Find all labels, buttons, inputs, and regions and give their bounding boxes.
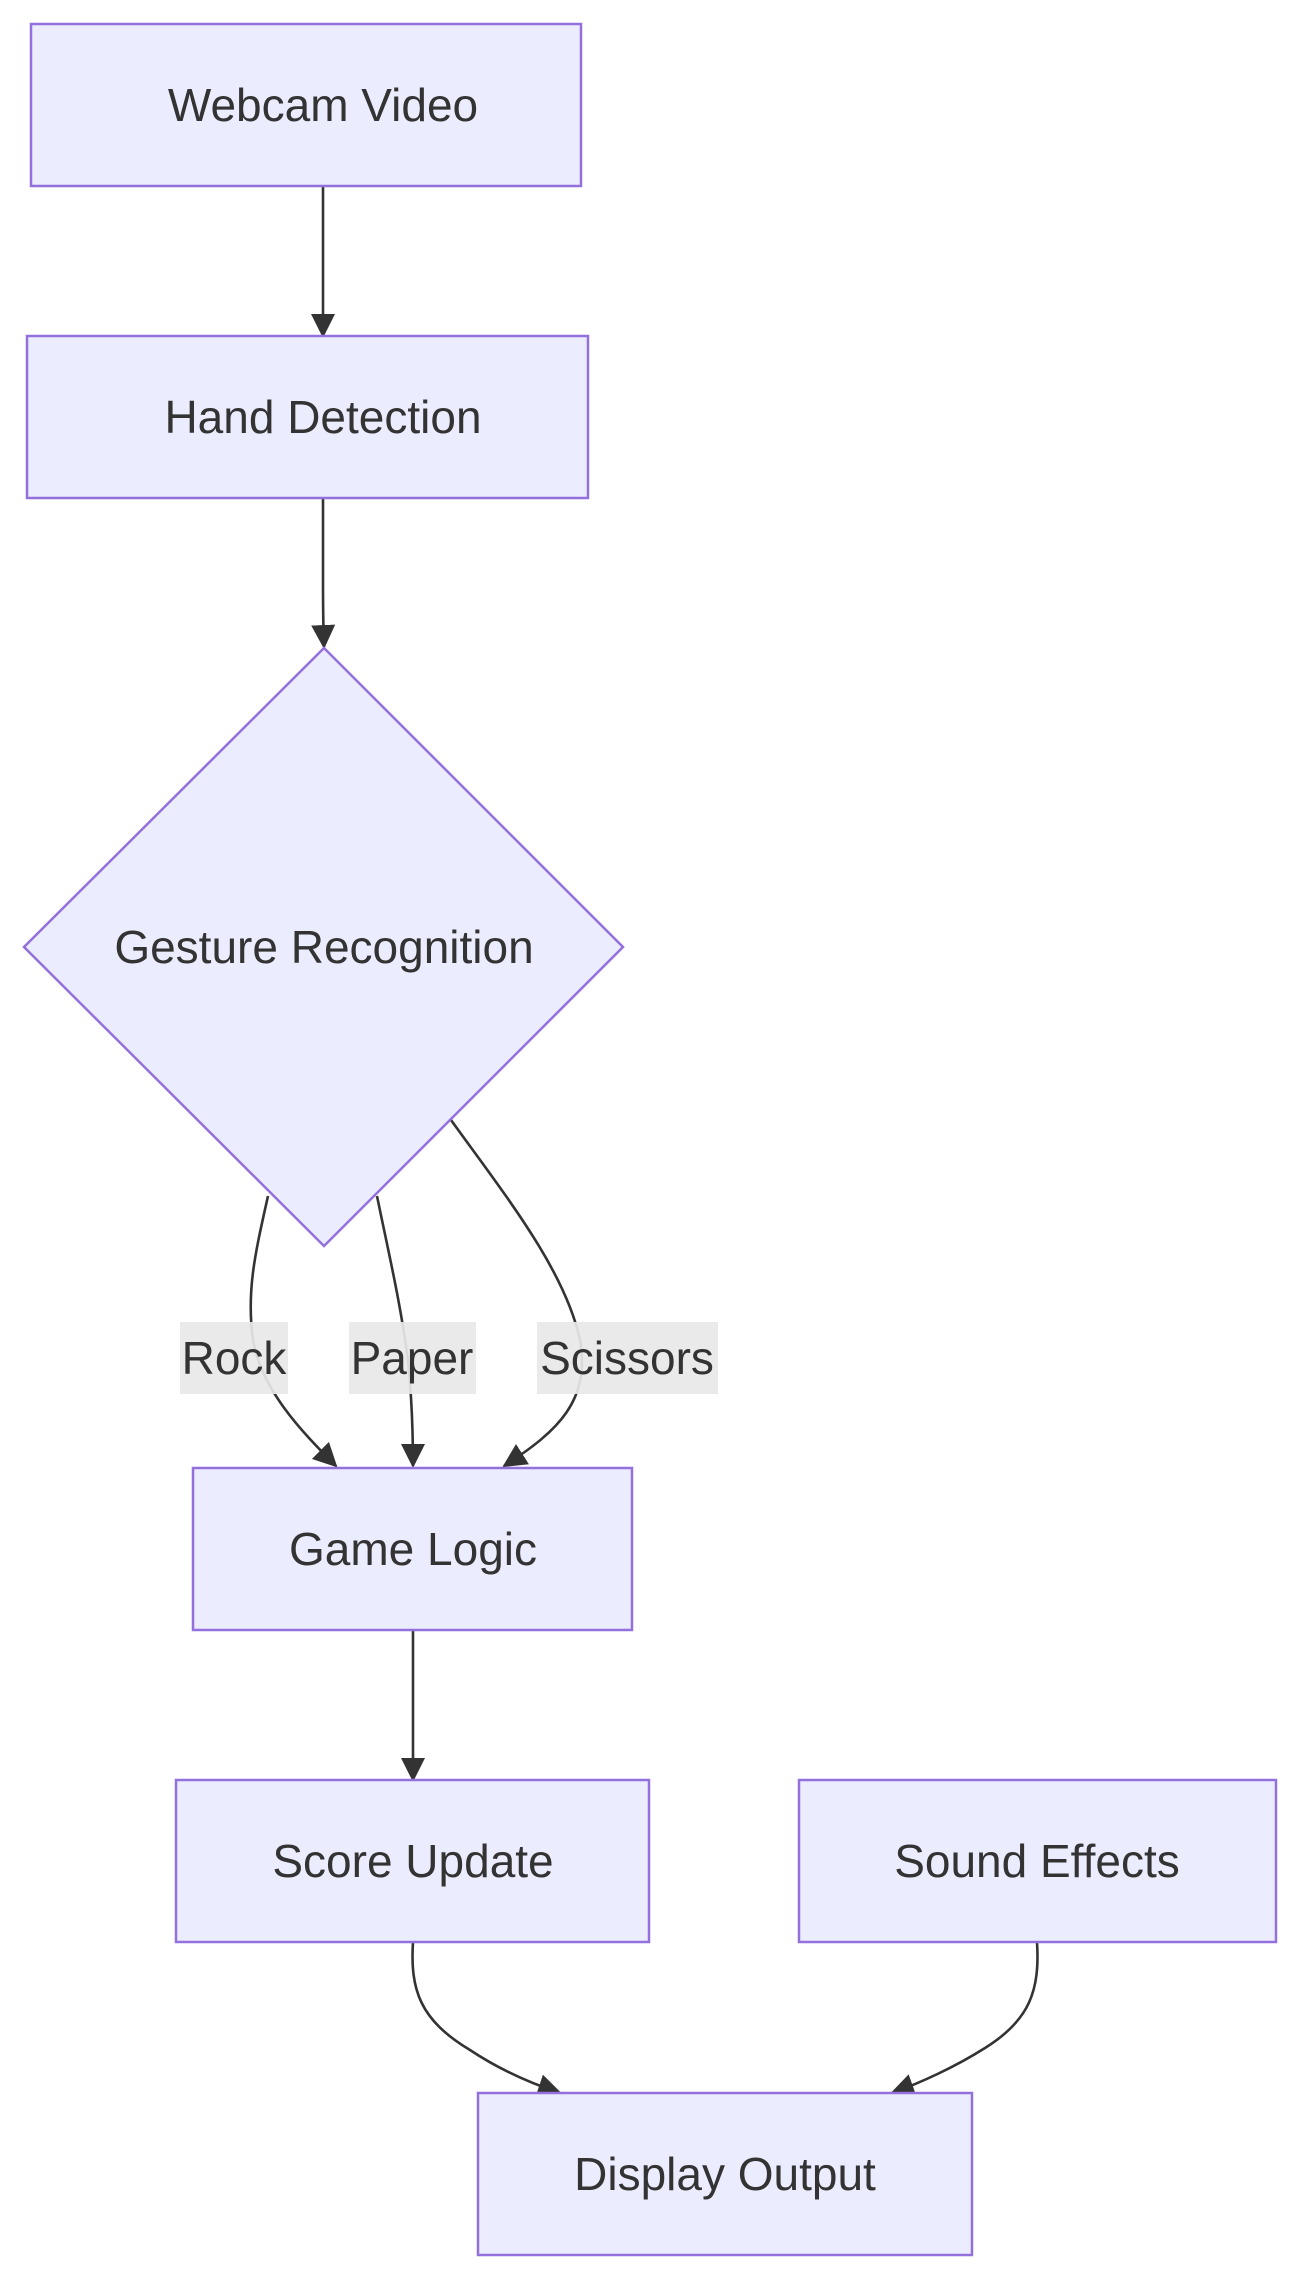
node-webcam-video: Webcam Video bbox=[29, 22, 583, 188]
edge-labels: Rock Paper Scissors bbox=[180, 1322, 718, 1394]
node-display-output-label: Display Output bbox=[574, 2148, 876, 2200]
node-hand-detection-box bbox=[25, 334, 590, 500]
node-display-output: Display Output bbox=[476, 2091, 974, 2257]
edge-label-rock: Rock bbox=[180, 1322, 288, 1394]
node-game-logic-box bbox=[191, 1466, 634, 1632]
edge-hand-to-gesture bbox=[311, 498, 336, 649]
node-gesture-recognition: Gesture Recognition bbox=[22, 646, 625, 1248]
node-game-logic: Game Logic bbox=[191, 1466, 634, 1632]
node-gesture-recognition-label: Gesture Recognition bbox=[114, 921, 533, 973]
edge-label-rock-bg bbox=[180, 1322, 288, 1394]
edge-label-scissors: Scissors bbox=[537, 1322, 718, 1394]
edge-label-paper-bg bbox=[349, 1322, 476, 1394]
node-score-update: Score Update bbox=[174, 1778, 651, 1944]
node-sound-effects-label: Sound Effects bbox=[894, 1835, 1180, 1887]
edge-sound-to-display bbox=[890, 1941, 1039, 2097]
edge-label-paper: Paper bbox=[349, 1322, 476, 1394]
node-hand-detection: Hand Detection bbox=[25, 334, 590, 500]
node-score-update-box bbox=[174, 1778, 651, 1944]
edge-gesture-to-logic-scissors bbox=[449, 1119, 584, 1468]
edge-label-scissors-bg bbox=[537, 1322, 718, 1394]
nodes: Webcam Video Hand Detection Gesture Reco… bbox=[22, 22, 1278, 2257]
node-webcam-video-label: Webcam Video bbox=[168, 79, 478, 131]
node-sound-effects-box bbox=[797, 1778, 1278, 1944]
node-game-logic-label: Game Logic bbox=[289, 1523, 537, 1575]
node-display-output-box bbox=[476, 2091, 974, 2257]
edge-score-to-display bbox=[411, 1941, 562, 2098]
edge-label-paper-text: Paper bbox=[351, 1332, 474, 1384]
node-hand-detection-label: Hand Detection bbox=[164, 391, 481, 443]
node-gesture-recognition-diamond bbox=[22, 646, 625, 1248]
node-score-update-label: Score Update bbox=[272, 1835, 553, 1887]
node-sound-effects: Sound Effects bbox=[797, 1778, 1278, 1944]
edge-label-rock-text: Rock bbox=[182, 1332, 288, 1384]
node-webcam-video-box bbox=[29, 22, 583, 188]
edge-label-scissors-text: Scissors bbox=[540, 1332, 714, 1384]
